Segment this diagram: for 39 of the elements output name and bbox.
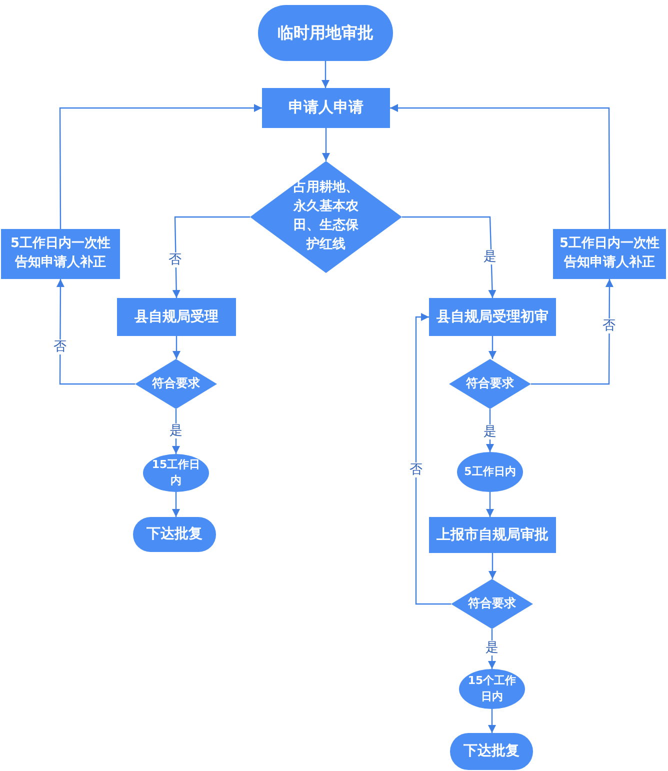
arrow — [322, 128, 330, 161]
process-box: 县自规局受理 — [117, 298, 236, 336]
arrow — [172, 492, 180, 517]
process-box: 5工作日内一次性告知申请人补正 — [1, 229, 120, 279]
arrow — [531, 279, 614, 385]
process-box: 县自规局受理初审 — [429, 298, 556, 336]
edge-label: 否 — [54, 340, 66, 354]
edge-label: 否 — [168, 252, 182, 268]
time-ellipse: 5工作日内 — [457, 452, 523, 492]
arrow — [402, 216, 496, 298]
process-box: 申请人申请 — [262, 88, 390, 128]
terminal-pill: 临时用地审批 — [258, 5, 393, 61]
edge-label: 是 — [486, 640, 498, 656]
edge-label: 是 — [484, 250, 496, 264]
terminal-pill: 下达批复 — [133, 517, 216, 552]
decision-diamond: 符合要求 — [135, 359, 217, 409]
edge-label: 否 — [410, 462, 422, 478]
process-box: 上报市自规局审批 — [429, 517, 556, 553]
edge-label: 是 — [484, 424, 496, 440]
arrow — [172, 216, 250, 298]
terminal-pill: 下达批复 — [450, 733, 533, 770]
process-box: 5工作日内一次性告知申请人补正 — [553, 229, 666, 279]
time-ellipse: 15工作日内 — [143, 454, 209, 492]
arrow — [59, 104, 262, 229]
edge-label: 否 — [602, 318, 616, 334]
edge-label: 是 — [170, 424, 182, 438]
arrow — [172, 336, 180, 359]
arrow — [322, 61, 330, 88]
arrow — [390, 104, 610, 229]
arrow — [56, 279, 135, 385]
arrow — [488, 709, 496, 733]
arrow — [486, 492, 494, 517]
time-ellipse: 15个工作日内 — [459, 669, 525, 709]
decision-diamond: 符合要求 — [451, 579, 533, 629]
arrow — [488, 336, 496, 359]
decision-diamond: 占用耕地、永久基本农田、生态保护红线 — [250, 161, 402, 273]
decision-diamond: 符合要求 — [449, 359, 531, 409]
arrow — [488, 553, 496, 579]
arrow — [415, 313, 451, 605]
